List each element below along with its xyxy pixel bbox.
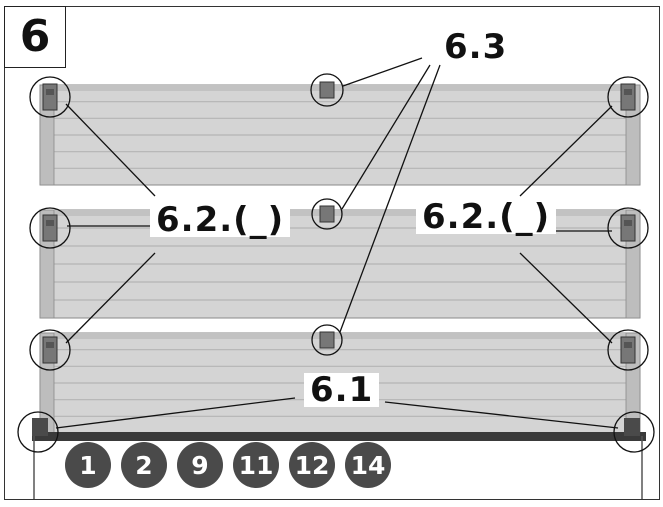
leader-line <box>342 57 423 87</box>
callout-circle <box>311 324 343 356</box>
part-badge: 2 <box>121 442 167 488</box>
callout-6-3: 6.3 <box>438 30 514 64</box>
side-hinge <box>42 336 58 364</box>
callout-circle <box>607 329 649 371</box>
center-hinge <box>319 205 335 223</box>
side-hinge-plate <box>624 89 632 95</box>
callout-circle <box>607 76 649 118</box>
callout-circle <box>17 411 59 453</box>
leader-line <box>519 105 613 197</box>
leader-line <box>384 401 619 429</box>
leader-line <box>519 252 613 344</box>
leader-line <box>65 103 156 197</box>
part-badges: 1 2 9 11 12 14 <box>65 442 391 488</box>
part-badge: 1 <box>65 442 111 488</box>
side-hinge-plate <box>46 342 54 348</box>
side-hinge-plate <box>46 220 54 226</box>
side-hinge-plate <box>46 89 54 95</box>
callout-6-2-left: 6.2.(_) <box>150 203 291 237</box>
step-number: 6 <box>4 6 66 68</box>
leader-line <box>341 64 431 210</box>
side-hinge <box>42 214 58 242</box>
side-hinge <box>620 83 636 111</box>
side-hinge-plate <box>624 220 632 226</box>
part-badge: 14 <box>345 442 391 488</box>
part-badge: 12 <box>289 442 335 488</box>
callout-circle <box>29 76 71 118</box>
center-hinge <box>319 81 335 99</box>
bottom-bracket <box>624 418 640 436</box>
panel-top-edge <box>40 210 640 216</box>
callout-circle <box>29 329 71 371</box>
callout-circle <box>613 411 655 453</box>
callout-6-1: 6.1 <box>304 373 380 407</box>
panel-top-edge <box>40 333 640 339</box>
callout-circle <box>607 207 649 249</box>
bottom-bracket <box>32 418 48 436</box>
side-hinge <box>620 336 636 364</box>
leader-line <box>55 397 296 429</box>
center-hinge <box>319 331 335 349</box>
part-badge: 9 <box>177 442 223 488</box>
panel-top-edge <box>40 85 640 91</box>
leader-line <box>339 64 441 333</box>
part-badge: 11 <box>233 442 279 488</box>
leader-line <box>65 252 156 344</box>
callout-circle <box>310 73 344 107</box>
callout-circle <box>29 207 71 249</box>
callout-6-2-right: 6.2.(_) <box>416 200 557 234</box>
side-hinge <box>42 83 58 111</box>
side-hinge <box>620 214 636 242</box>
callout-circle <box>311 198 343 230</box>
bottom-rail <box>32 432 646 441</box>
side-hinge-plate <box>624 342 632 348</box>
